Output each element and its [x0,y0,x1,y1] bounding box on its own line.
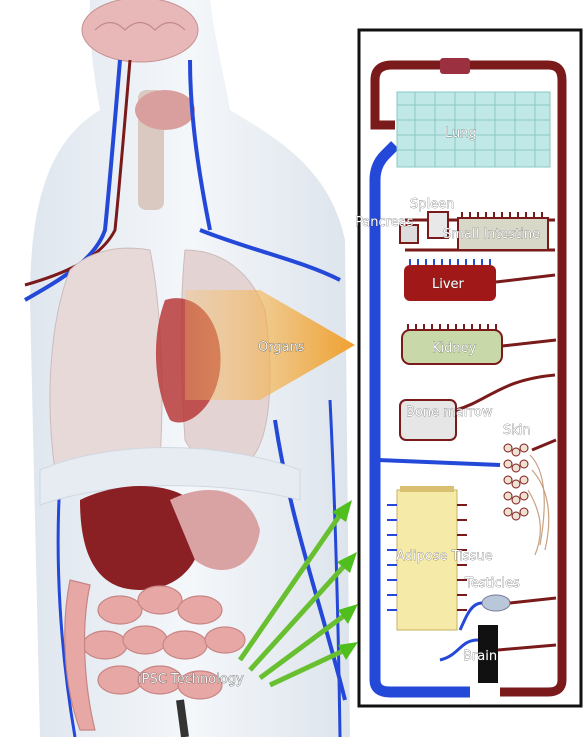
lung-label: Lung [445,126,477,141]
circuit-panel: Lung Spleen Pancreas Small Intestine Liv… [355,30,581,706]
bottom-vessel [180,700,185,737]
anatomy-illustration: Organs iPSC Technology [25,0,358,737]
testicles-label: Testicles [464,576,520,591]
artery-valve [440,58,470,74]
small-intestine-label: Small Intestine [443,227,540,242]
organs-label: Organs [258,340,305,355]
kidney-label: Kidney [432,341,477,356]
bone-label-1: Bone marrow [406,405,493,420]
pancreas-label: Pancreas [355,215,414,230]
skin-label: Skin [503,423,531,438]
brain-shape [82,0,198,62]
ipsc-label: iPSC Technology [138,672,244,687]
throat-organ [135,90,195,130]
liver-label: Liver [432,277,465,292]
spleen-label: Spleen [410,197,454,212]
left-lung [50,248,162,481]
adipose-label: Adipose Tissue [396,549,493,564]
brain-label: Brain [463,649,497,664]
